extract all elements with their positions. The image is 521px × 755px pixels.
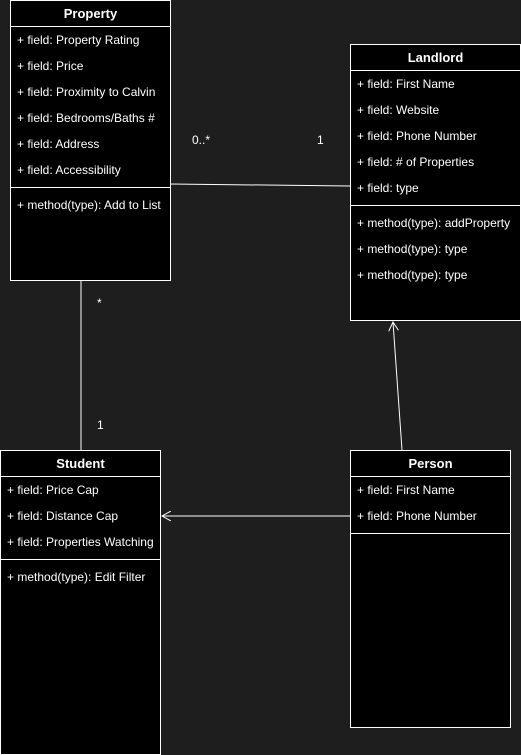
- fields-section: + field: First Name + field: Phone Numbe…: [351, 477, 510, 534]
- method-item[interactable]: + method(type): addProperty: [357, 216, 511, 230]
- class-landlord[interactable]: Landlord + field: First Name + field: We…: [350, 44, 521, 321]
- method-item[interactable]: + method(type): Edit Filter: [7, 570, 146, 584]
- class-title: Landlord: [351, 45, 520, 71]
- field-item[interactable]: + field: Accessibility: [17, 163, 121, 177]
- fields-section: + field: Price Cap + field: Distance Cap…: [1, 477, 160, 560]
- field-item[interactable]: + field: Bedrooms/Baths #: [17, 111, 155, 125]
- fields-section: + field: First Name + field: Website + f…: [351, 71, 520, 206]
- class-person[interactable]: Person + field: First Name + field: Phon…: [350, 450, 511, 728]
- multiplicity-label-property-landlord-landlord-end: 1: [317, 133, 324, 147]
- class-title: Student: [1, 451, 160, 477]
- field-item[interactable]: + field: Phone Number: [357, 129, 477, 143]
- class-property[interactable]: Property + field: Property Rating + fiel…: [10, 0, 171, 281]
- methods-section: + method(type): Add to List: [11, 188, 170, 218]
- fields-section: + field: Property Rating + field: Price …: [11, 27, 170, 188]
- field-item[interactable]: + field: type: [357, 181, 419, 195]
- class-title: Property: [11, 1, 170, 27]
- field-item[interactable]: + field: Distance Cap: [7, 509, 119, 523]
- generalization-person-landlord[interactable]: [393, 322, 403, 451]
- method-item[interactable]: + method(type): type: [357, 268, 468, 282]
- field-item[interactable]: + field: Property Rating: [17, 33, 140, 47]
- field-item[interactable]: + field: # of Properties: [357, 155, 475, 169]
- field-item[interactable]: + field: First Name: [357, 483, 455, 497]
- multiplicity-label-property-student-student-end: 1: [97, 418, 104, 432]
- method-item[interactable]: + method(type): Add to List: [17, 198, 161, 212]
- field-item[interactable]: + field: Phone Number: [357, 509, 477, 523]
- field-item[interactable]: + field: Properties Watching: [7, 535, 154, 549]
- field-item[interactable]: + field: Proximity to Calvin: [17, 85, 156, 99]
- multiplicity-label-property-student-property-end: *: [97, 296, 102, 310]
- field-item[interactable]: + field: First Name: [357, 77, 455, 91]
- multiplicity-label-property-landlord-property-end: 0..*: [192, 133, 211, 147]
- methods-section: + method(type): Edit Filter: [1, 560, 160, 590]
- methods-section: + method(type): addProperty + method(typ…: [351, 206, 520, 288]
- field-item[interactable]: + field: Price: [17, 59, 84, 73]
- method-item[interactable]: + method(type): type: [357, 242, 468, 256]
- association-property-landlord[interactable]: [169, 183, 351, 187]
- class-student[interactable]: Student + field: Price Cap + field: Dist…: [0, 450, 161, 755]
- class-title: Person: [351, 451, 510, 477]
- field-item[interactable]: + field: Address: [17, 137, 100, 151]
- field-item[interactable]: + field: Website: [357, 103, 440, 117]
- field-item[interactable]: + field: Price Cap: [7, 483, 99, 497]
